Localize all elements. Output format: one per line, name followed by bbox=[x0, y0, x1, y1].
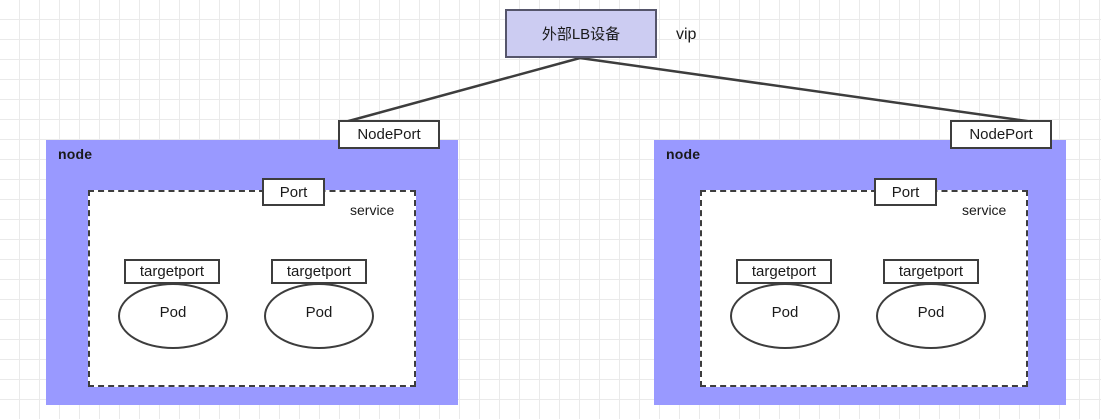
pod-1-1[interactable]: Pod bbox=[876, 283, 986, 349]
node-label-1: node bbox=[666, 146, 701, 162]
pod-label: Pod bbox=[305, 303, 333, 321]
targetport-box-0-1[interactable]: targetport bbox=[271, 259, 367, 284]
node-label-0: node bbox=[58, 146, 93, 162]
pod-0-1[interactable]: Pod bbox=[264, 283, 374, 349]
pod-1-0[interactable]: Pod bbox=[730, 283, 840, 349]
service-label-1: service bbox=[962, 202, 1007, 218]
service-region-0[interactable] bbox=[88, 190, 416, 387]
targetport-box-1-0[interactable]: targetport bbox=[736, 259, 832, 284]
service-label-0: service bbox=[350, 202, 395, 218]
vip-label: vip bbox=[676, 26, 697, 43]
port-box-1[interactable]: Port bbox=[874, 178, 937, 206]
pod-label: Pod bbox=[917, 303, 945, 321]
external-lb-box[interactable]: 外部LB设备 bbox=[505, 9, 657, 58]
targetport-box-0-0[interactable]: targetport bbox=[124, 259, 220, 284]
targetport-box-1-1[interactable]: targetport bbox=[883, 259, 979, 284]
lb-to-right-nodeport bbox=[579, 56, 1049, 126]
nodeport-box-0[interactable]: NodePort bbox=[338, 120, 440, 149]
pod-label: Pod bbox=[159, 303, 187, 321]
lb-to-left-nodeport bbox=[344, 56, 581, 124]
pod-label: Pod bbox=[771, 303, 799, 321]
nodeport-box-1[interactable]: NodePort bbox=[950, 120, 1052, 149]
port-box-0[interactable]: Port bbox=[262, 178, 325, 206]
pod-0-0[interactable]: Pod bbox=[118, 283, 228, 349]
service-region-1[interactable] bbox=[700, 190, 1028, 387]
